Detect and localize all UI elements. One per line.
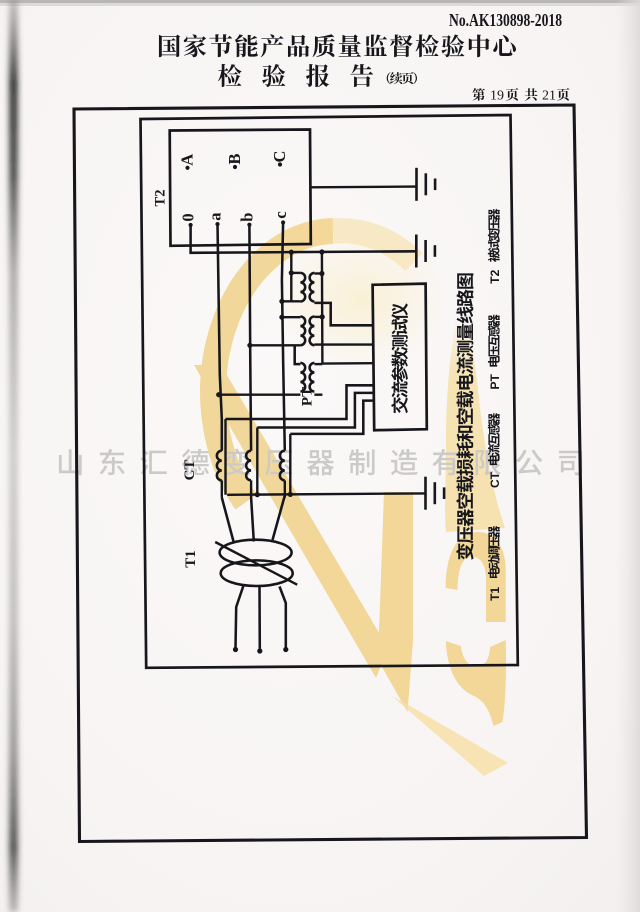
svg-text:a: a	[206, 212, 225, 220]
svg-text:C: C	[270, 151, 289, 163]
svg-text:19: 19	[490, 89, 504, 104]
svg-text:T2: T2	[153, 190, 169, 207]
svg-text:B: B	[225, 153, 244, 164]
svg-text:T1: T1	[183, 550, 199, 568]
svg-text:0: 0	[179, 213, 198, 221]
svg-text:CT: CT	[182, 460, 198, 481]
svg-text:T1: T1	[488, 587, 502, 601]
svg-text:CT: CT	[488, 471, 502, 488]
svg-text:A: A	[178, 154, 197, 166]
svg-text:T2: T2	[488, 269, 502, 283]
svg-text:b: b	[237, 213, 256, 222]
svg-text:No.AK130898-2018: No.AK130898-2018	[449, 10, 562, 30]
svg-text:PT: PT	[300, 387, 316, 406]
svg-text:PT: PT	[488, 373, 502, 389]
svg-text:21: 21	[542, 89, 556, 104]
svg-text:c: c	[271, 211, 290, 218]
